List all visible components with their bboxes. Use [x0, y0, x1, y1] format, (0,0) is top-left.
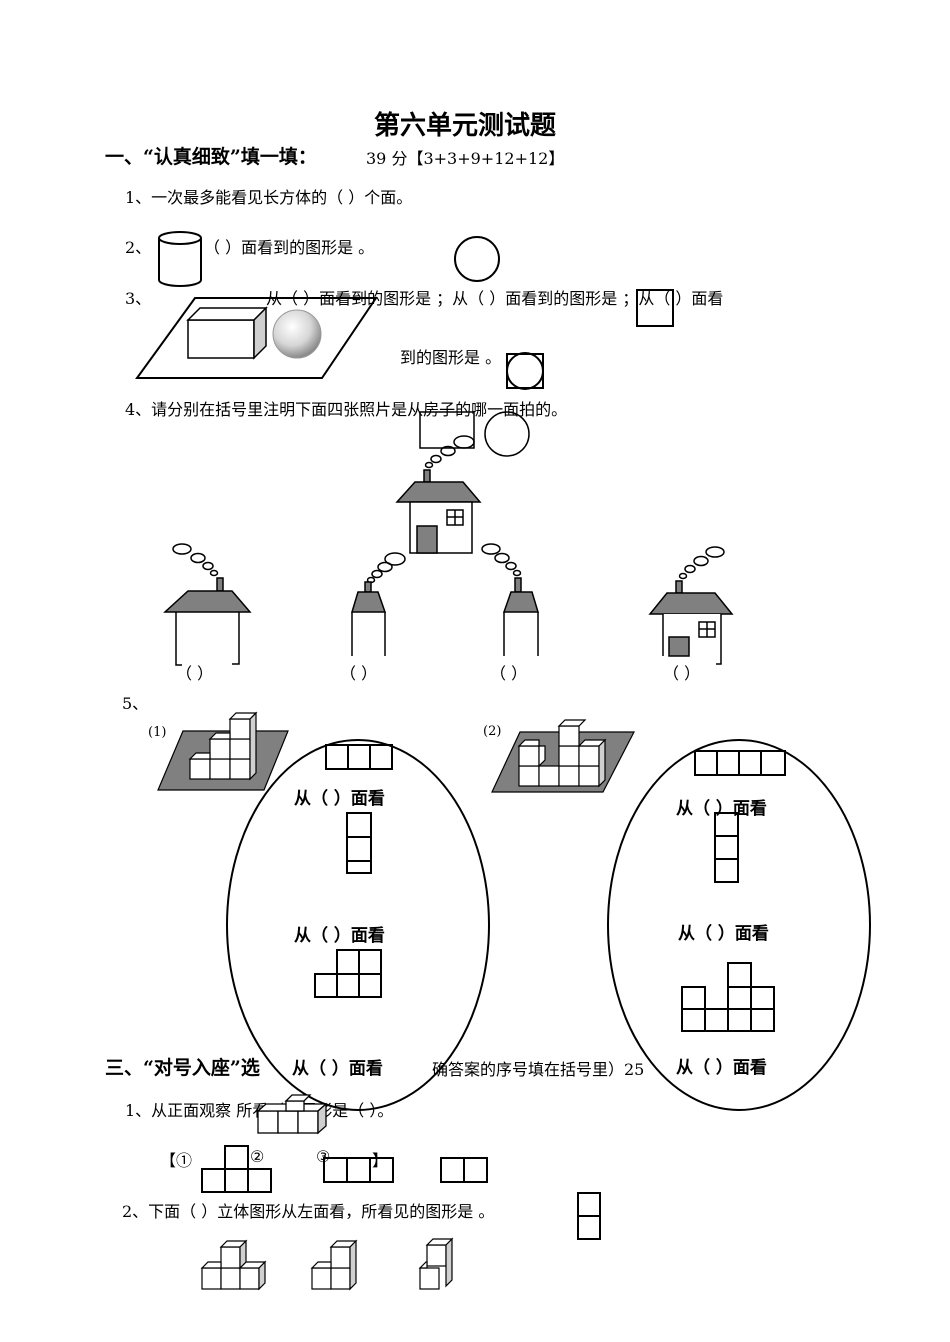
option-3-figure: [440, 1157, 488, 1183]
cylinder-figure: [158, 231, 202, 287]
answer-ellipse-1: [226, 739, 490, 1111]
view-label-2a: 从（ ）面看: [676, 799, 767, 819]
question-3-number: 3、: [125, 289, 152, 308]
cube-stack-1: [157, 711, 289, 791]
q2-left-view-shape: [577, 1192, 601, 1240]
house-view-3: [481, 543, 540, 656]
question-2-text: （ ）面看到的图形是 。: [204, 238, 375, 257]
option-3: ③: [316, 1147, 331, 1166]
cuboid-figure: [186, 306, 268, 360]
table-top: [135, 297, 378, 379]
option-2-figure: [323, 1157, 394, 1183]
view-1-front: [314, 949, 382, 998]
option-close: 】: [372, 1151, 389, 1170]
view-label-1a: 从（ ）面看: [294, 789, 385, 809]
q2-solid-1: [200, 1239, 267, 1291]
house-view-2: [350, 552, 406, 656]
q2-solid-3: [418, 1237, 454, 1290]
page-title: 第六单元测试题: [374, 111, 557, 141]
section1-heading: 一、“认真细致”填一填：: [105, 146, 317, 168]
view-label-1c: 从（ ）面看: [292, 1059, 383, 1079]
option-1: 【①: [160, 1151, 193, 1170]
question-2-number: 2、: [125, 238, 152, 257]
view-2-top: [694, 750, 786, 776]
section3-heading-tail: 确答案的序号填在括号里）25: [432, 1060, 645, 1079]
house-view-4: [648, 546, 734, 665]
view-1-top: [325, 744, 393, 770]
question-3-line1: 从（ ）面看到的图形是 ；从（ ）面看到的图形是 ；从（ ）面看: [266, 289, 724, 308]
square-circle-circle: [506, 352, 544, 390]
square-answer-shape: [636, 289, 674, 327]
view-2-side: [714, 812, 739, 883]
view-label-1b: 从（ ）面看: [294, 926, 385, 946]
option-2: ②: [250, 1147, 265, 1166]
view-2-front: [681, 962, 775, 1032]
view-1-side: [346, 812, 372, 874]
sphere-figure: [272, 309, 322, 359]
circle-answer-shape: [454, 236, 500, 282]
question-1: 1、一次最多能看见长方体的（ ）个面。: [125, 188, 413, 207]
section3-heading: 三、“对号入座”选: [105, 1057, 260, 1079]
view-label-2b: 从（ ）面看: [678, 924, 769, 944]
q4-blank-3[interactable]: （ ）: [490, 664, 528, 683]
house-view-1: [163, 543, 252, 666]
q4-blank-1[interactable]: （ ）: [176, 664, 214, 683]
q5-label-1: (1): [148, 725, 167, 740]
answer-ellipse-2: [607, 739, 871, 1111]
question-3-line2: 到的图形是 。: [400, 348, 502, 367]
option-1-figure: [201, 1145, 272, 1193]
cube-stack-2: [491, 719, 635, 793]
view-label-2c: 从（ ）面看: [676, 1058, 767, 1078]
section1-score: 39 分【3+3+9+12+12】: [366, 149, 565, 168]
q4-blank-2[interactable]: （ ）: [340, 664, 378, 683]
section3-question-2: 2、下面（ ）立体图形从左面看，所看见的图形是 。: [122, 1202, 495, 1221]
question-4: 4、请分别在括号里注明下面四张照片是从房子的哪一面拍的。: [125, 400, 568, 419]
q5-label-2: (2): [483, 724, 502, 739]
q2-solid-2: [310, 1239, 358, 1291]
house-main: [395, 411, 530, 554]
question-5-number: 5、: [122, 694, 149, 713]
q4-blank-4[interactable]: （ ）: [663, 664, 701, 683]
section3-q1-cubes: [256, 1094, 328, 1135]
